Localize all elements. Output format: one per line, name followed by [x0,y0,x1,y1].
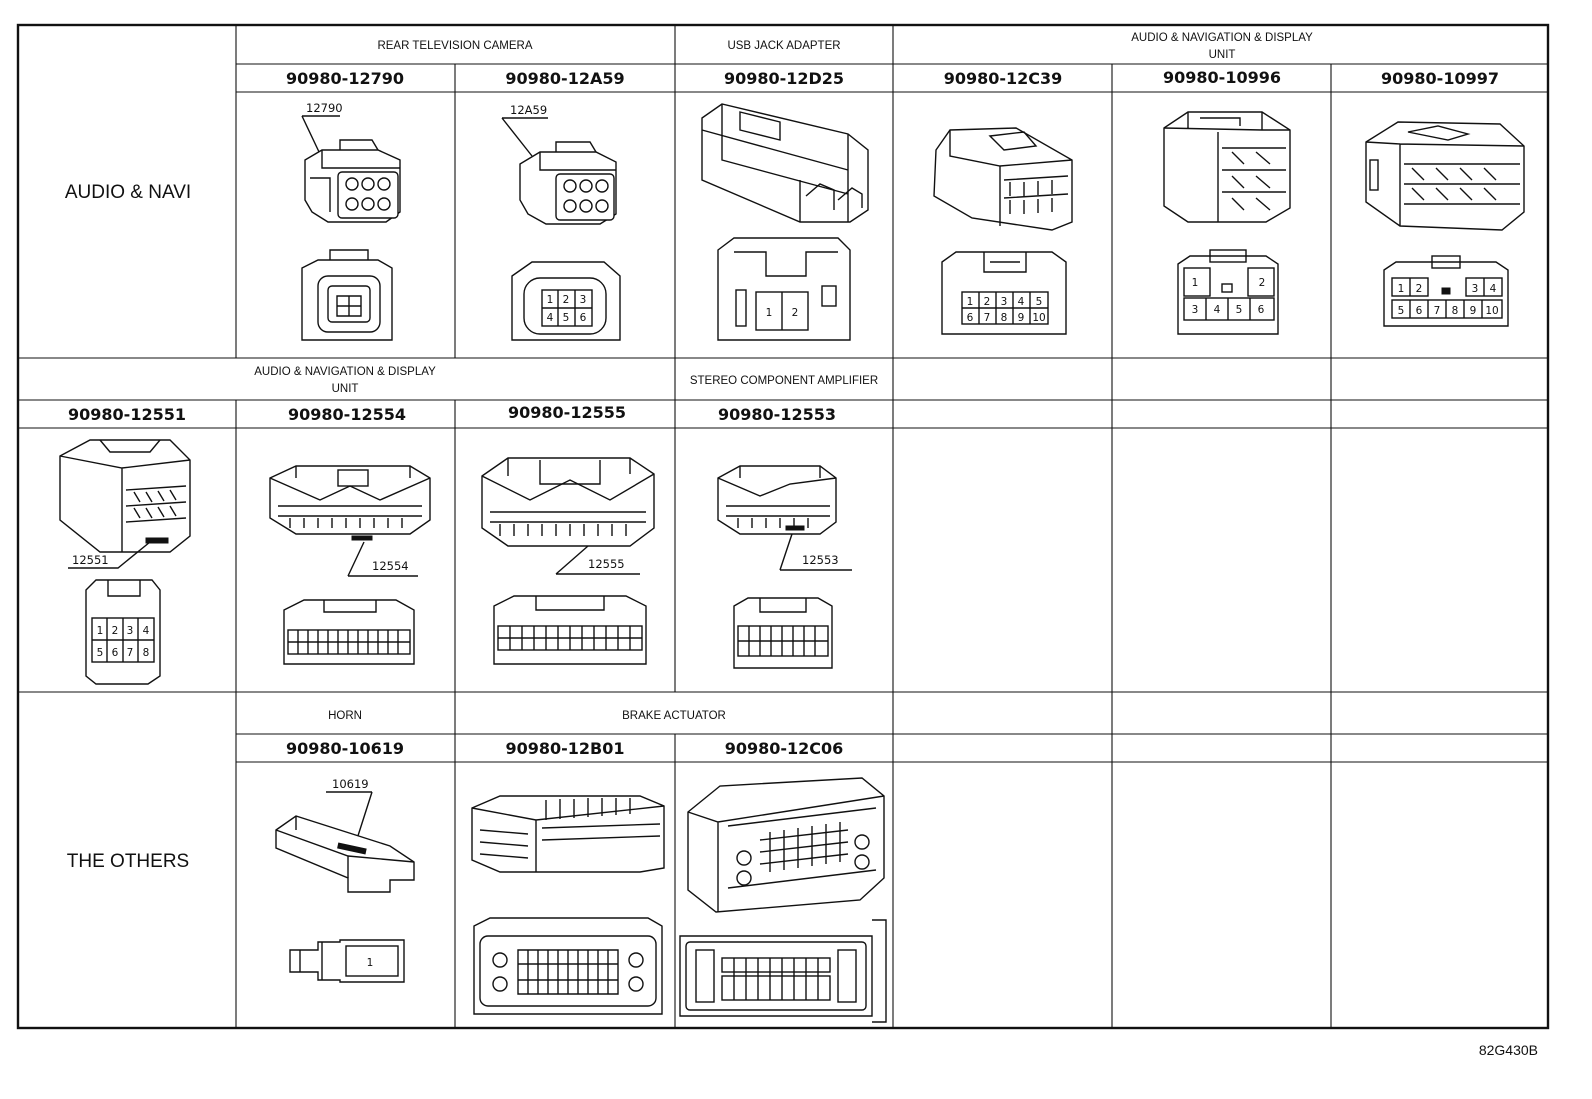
pin-label: 1 [766,307,773,319]
part-number-10997: 90980-10997 [1381,69,1499,88]
group-label-av-unit: AUDIO & NAVIGATION & DISPLAY [1131,32,1313,44]
section-label-audio-navi: AUDIO & NAVI [65,182,191,203]
pin-label: 6 [967,312,974,324]
part-number-12a59: 90980-12A59 [505,69,624,88]
pin-label: 9 [1470,305,1477,317]
part-number-12790: 90980-12790 [286,69,404,88]
pin-label: 6 [1416,305,1423,317]
part-number-12551: 90980-12551 [68,405,186,424]
pin-label: 2 [563,294,570,306]
group-label-rear-camera: REAR TELEVISION CAMERA [377,40,532,52]
part-number-12554: 90980-12554 [288,405,406,424]
callout-12554: 12554 [372,559,409,573]
group-label-horn: HORN [328,710,362,722]
connector-12a59-drawing: 12A59 1 2 3 4 5 6 [501,103,621,341]
pin-label: 8 [1452,305,1459,317]
callout-12790: 12790 [306,101,343,115]
pin-label: 3 [580,294,587,306]
pin-label: 4 [143,625,150,637]
part-number-12c39: 90980-12C39 [944,69,1063,88]
part-number-10996: 90980-10996 [1163,68,1281,87]
connector-12551-drawing: 12551 1 2 3 4 5 6 7 8 [59,439,191,685]
pin-label: 5 [1036,296,1043,308]
pin-label: 8 [143,647,150,659]
pin-label: 8 [1001,312,1008,324]
pin-label: 5 [1398,305,1405,317]
pin-label: 5 [563,312,570,324]
pin-label: 6 [112,647,119,659]
pin-label: 3 [1472,283,1479,295]
group-label-av-unit-2-line2: UNIT [332,383,359,395]
pin-label: 3 [1192,304,1199,316]
part-number-12553: 90980-12553 [718,405,836,424]
group-label-brake-actuator: BRAKE ACTUATOR [622,710,726,722]
pin-label: 9 [1018,312,1025,324]
part-number-12c06: 90980-12C06 [725,739,844,758]
pin-label: 7 [984,312,991,324]
pin-label: 1 [1398,283,1405,295]
connector-12555-drawing: 12555 [481,457,655,665]
connector-12553-drawing: 12553 [717,465,852,669]
connector-12554-drawing: 12554 [269,465,431,665]
part-number-12b01: 90980-12B01 [505,739,624,758]
connector-12790-drawing: 12790 [301,101,401,341]
pin-label: 10 [1485,305,1498,317]
pin-label: 2 [1259,277,1266,289]
pin-label: 7 [1434,305,1441,317]
table-grid [16,23,1550,1030]
pin-label: 6 [580,312,587,324]
pin-label: 4 [1214,304,1221,316]
pin-label: 1 [367,957,374,969]
pin-label: 1 [1192,277,1199,289]
callout-12553: 12553 [802,553,839,567]
connector-12b01-drawing [471,795,665,1015]
part-number-12d25: 90980-12D25 [724,69,844,88]
connector-10619-drawing: 10619 1 [275,777,415,983]
connector-12c06-drawing [679,777,887,1023]
pin-label: 1 [967,296,974,308]
connector-12d25-drawing: 1 2 [701,103,869,341]
section-label-the-others: THE OTHERS [67,851,189,872]
group-label-stereo-amp: STEREO COMPONENT AMPLIFIER [690,375,878,387]
pin-label: 7 [127,647,134,659]
group-label-av-unit-2: AUDIO & NAVIGATION & DISPLAY [254,366,436,378]
pin-label: 2 [1416,283,1423,295]
group-label-usb-jack: USB JACK ADAPTER [727,40,840,52]
pin-label: 4 [1018,296,1025,308]
pin-label: 5 [97,647,104,659]
figure-reference: 82G430B [1479,1042,1538,1058]
pin-label: 10 [1032,312,1045,324]
pin-label: 1 [97,625,104,637]
callout-10619: 10619 [332,777,369,791]
callout-12555: 12555 [588,557,625,571]
callout-12a59: 12A59 [510,103,547,117]
pin-label: 2 [792,307,799,319]
pin-label: 6 [1258,304,1265,316]
connector-10997-drawing: 1 2 3 4 5 6 7 8 9 10 [1365,121,1525,327]
part-number-10619: 90980-10619 [286,739,404,758]
callout-12551: 12551 [72,553,109,567]
pin-label: 2 [112,625,119,637]
connector-12c39-drawing: 1 2 3 4 5 6 7 8 9 10 [933,127,1073,335]
connector-10996-drawing: 1 2 3 4 5 6 [1163,111,1291,335]
group-label-av-unit-line2: UNIT [1209,49,1236,61]
pin-label: 4 [547,312,554,324]
pin-label: 5 [1236,304,1243,316]
pin-label: 1 [547,294,554,306]
pin-label: 4 [1490,283,1497,295]
part-number-12555: 90980-12555 [508,403,626,422]
pin-label: 3 [127,625,134,637]
pin-label: 3 [1001,296,1008,308]
pin-label: 2 [984,296,991,308]
